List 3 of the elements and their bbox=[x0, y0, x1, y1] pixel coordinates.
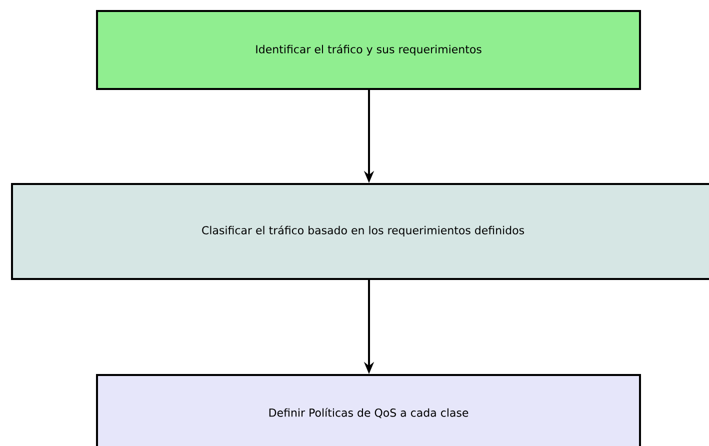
process-box: Clasificar el tráfico basado en los requerimientos definidos bbox=[11, 182, 709, 280]
process-box: Identificar el tráfico y sus requerimientos bbox=[96, 10, 641, 90]
process-box: Definir Políticas de QoS a cada clase bbox=[96, 374, 641, 446]
